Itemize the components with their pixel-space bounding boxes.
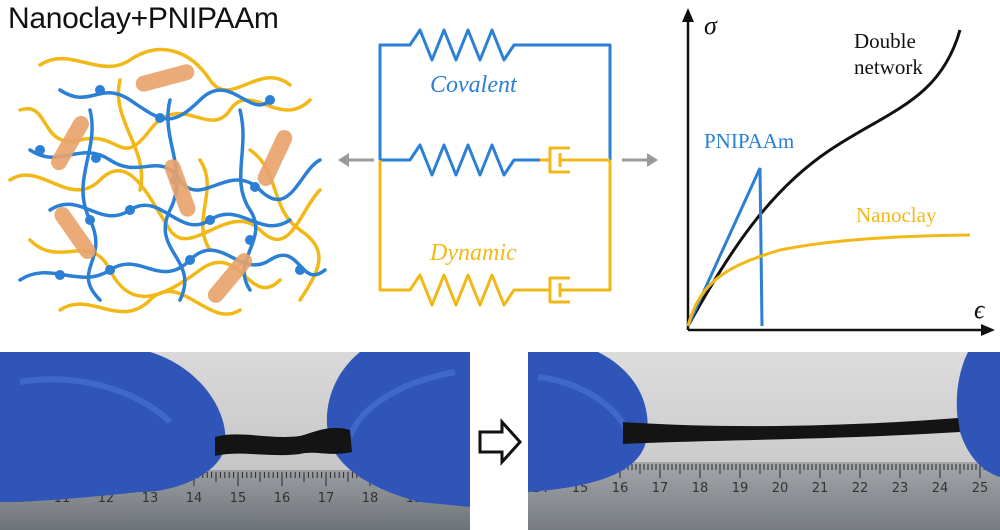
pnipaam-curve [686, 167, 764, 327]
network-title: Nanoclay+PNIPAAm [8, 2, 279, 35]
spring-dashpot-model: Covalent Dynamic [378, 28, 612, 307]
ruler-label: 18 [362, 491, 379, 506]
network-schematic [8, 47, 327, 316]
ruler-label: 17 [318, 491, 335, 506]
nanoclay-curve [686, 233, 971, 327]
right-gray-arrow [622, 153, 658, 167]
double-network-curve [686, 29, 962, 327]
ruler-label: 19 [732, 481, 749, 496]
stress-strain-plot: σ ϵ Double network PNIPAAm Nanoclay [682, 8, 995, 336]
gel-sample [215, 427, 352, 456]
dynamic-branch-frame [378, 160, 540, 307]
covalent-branch [378, 28, 612, 160]
pnipaam-chains [18, 88, 327, 302]
y-axis-label: σ [704, 11, 718, 40]
plot-axes [682, 8, 995, 336]
double-network-label-2: network [854, 55, 923, 79]
ruler-label: 23 [892, 481, 909, 496]
ruler-label: 16 [612, 481, 629, 496]
covalent-label: Covalent [430, 72, 518, 98]
gel-sample [623, 418, 960, 444]
ruler-label: 25 [972, 481, 989, 496]
left-glove [0, 352, 226, 502]
photo-stretched: 141516171819202122232425 [528, 352, 1000, 530]
bottom-dashpot [540, 160, 612, 304]
ruler-label: 24 [932, 481, 949, 496]
photo-unstretched: 1011121314151617181920 [0, 352, 470, 530]
ruler-label: 14 [186, 491, 203, 506]
left-gray-arrow [338, 153, 374, 167]
ruler-label: 16 [274, 491, 291, 506]
right-glove [326, 352, 470, 507]
ruler-label: 18 [692, 481, 709, 496]
ruler-label: 13 [142, 491, 159, 506]
ruler-label: 17 [652, 481, 669, 496]
middle-spring [380, 143, 540, 177]
ruler-label: 15 [230, 491, 247, 506]
left-glove [528, 352, 648, 492]
ruler-label: 22 [852, 481, 869, 496]
dynamic-label: Dynamic [429, 240, 517, 266]
transition-arrow [478, 418, 523, 466]
x-axis-label: ϵ [974, 295, 986, 324]
middle-dashpot [540, 146, 610, 174]
nanoclay-platelets [51, 64, 293, 303]
ruler-label: 21 [812, 481, 829, 496]
ruler-label: 20 [772, 481, 789, 496]
nanoclay-label: Nanoclay [856, 203, 937, 227]
double-network-label-1: Double [854, 29, 916, 53]
right-glove [956, 352, 1000, 477]
pnipaam-label: PNIPAAm [704, 129, 794, 153]
